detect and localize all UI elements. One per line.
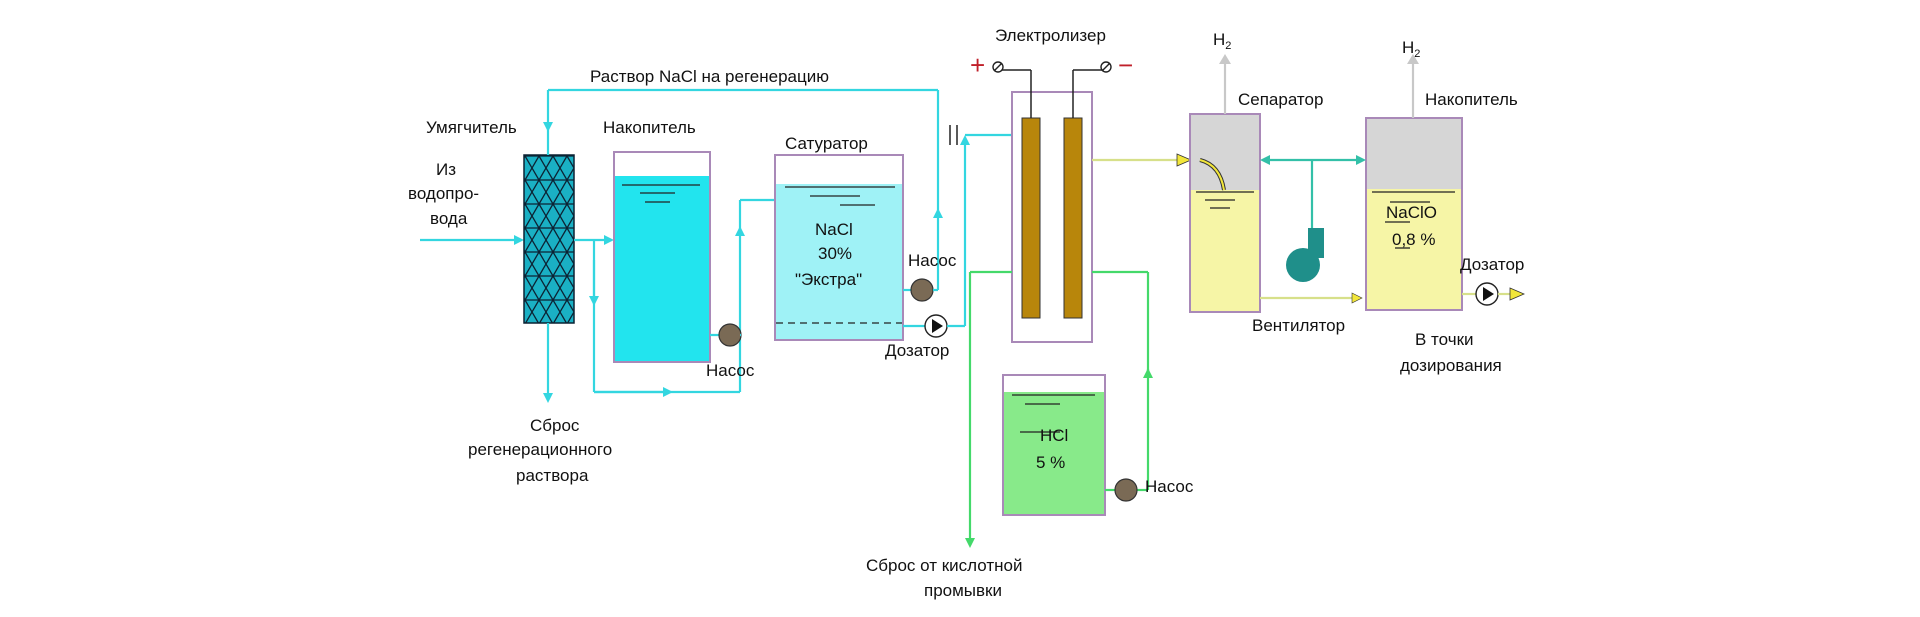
acid-drop-label-1: Сброс от кислотной — [866, 556, 1023, 575]
accumulator-tank-1 — [613, 151, 711, 363]
regen-drop-label-2: регенерационного — [468, 440, 612, 459]
softener-column — [523, 154, 575, 324]
plus-terminal: + — [970, 50, 985, 80]
dosing-pump-left-label: Дозатор — [885, 341, 949, 360]
h2-vent-right — [1407, 54, 1419, 118]
h2-left-label: H2 — [1213, 30, 1231, 52]
hcl-label: HCl — [1040, 426, 1068, 445]
fan-label: Вентилятор — [1252, 316, 1345, 335]
saturator-tank — [774, 154, 904, 341]
regen-drop-label-1: Сброс — [530, 416, 580, 435]
nacl-regen-label: Раствор NaCl на регенерацию — [590, 67, 829, 86]
dosing-points-label-1: В точки — [1415, 330, 1474, 349]
acid-wash-lines — [965, 270, 1153, 548]
h2-vent-left — [1219, 54, 1231, 114]
regen-drop-label-3: раствора — [516, 466, 589, 485]
minus-terminal: − — [1118, 50, 1133, 80]
separator-to-accumulator-line — [1260, 292, 1363, 304]
separator-tank — [1189, 113, 1261, 313]
hcl-pump — [1105, 478, 1138, 502]
nacl-grade-label: "Экстра" — [795, 270, 862, 289]
from-water-label-2: водопро- — [408, 184, 479, 203]
accumulator-1-label: Накопитель — [603, 118, 696, 137]
saturator-pump-label: Насос — [908, 251, 957, 270]
from-water-label-3: вода — [430, 209, 468, 228]
electrolyzer-cell — [992, 61, 1112, 343]
naclo-concentration-label: 0,8 % — [1392, 230, 1435, 249]
softener-outlet-pipes — [543, 198, 775, 403]
hcl-concentration-label: 5 % — [1036, 453, 1065, 472]
dosing-pump-right-label: Дозатор — [1460, 255, 1524, 274]
acid-drop-label-2: промывки — [924, 581, 1002, 600]
accumulator-2-label: Накопитель — [1425, 90, 1518, 109]
electrolyzer-label: Электролизер — [995, 26, 1106, 45]
accumulator-tank-2 — [1365, 117, 1463, 311]
separator-label: Сепаратор — [1238, 90, 1323, 109]
output-dosing-pump — [1462, 282, 1526, 306]
naclo-label: NaClO — [1386, 203, 1437, 222]
fan-icon — [1286, 228, 1324, 282]
water-inlet — [420, 235, 524, 245]
saturator-label: Сатуратор — [785, 134, 868, 153]
product-line — [1092, 153, 1193, 167]
h2-right-label: H2 — [1402, 38, 1420, 60]
hcl-pump-label: Насос — [1145, 477, 1194, 496]
accumulator-pump-label: Насос — [706, 361, 755, 380]
regen-return-line — [543, 88, 943, 218]
hcl-tank — [1002, 374, 1106, 516]
saturator-pumps — [903, 125, 1012, 338]
dosing-points-label-2: дозирования — [1400, 356, 1502, 375]
gas-interconnect — [1260, 155, 1366, 232]
softener-label: Умягчитель — [426, 118, 517, 137]
from-water-label-1: Из — [436, 160, 456, 179]
nacl-concentration-label: 30% — [818, 244, 852, 263]
nacl-label: NaCl — [815, 220, 853, 239]
accumulator-pump — [710, 323, 742, 347]
